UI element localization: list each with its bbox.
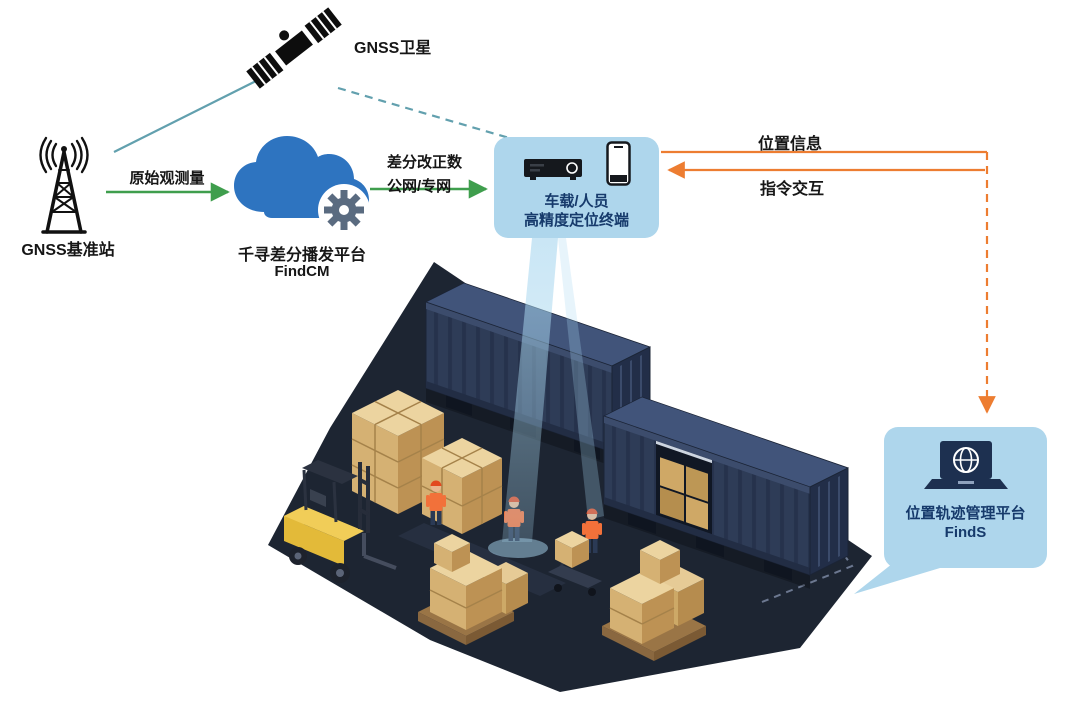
cloud-platform-icon [226,126,378,243]
position-info-label: 位置信息 [757,136,822,153]
terminal-bubble: 车载/人员 高精度定位终端 [494,137,659,238]
base-station-label: GNSS基准站 [21,242,115,259]
pallet-boxes-right-icon [602,540,706,661]
pallet-stack-2-icon [421,438,503,534]
pallet-boxes-center-icon [418,534,528,645]
positioning-beam [502,238,558,542]
ground-platform [268,262,872,692]
shipping-container-1-icon [425,282,651,467]
worker-icon [504,496,524,541]
ground-aisle [398,523,566,596]
terminal-label-line2: 高精度定位终端 [523,212,629,229]
cloud-platform-subtitle: FindCM [274,263,330,280]
finds-platform-bubble: 位置轨迹管理平台 FindS [884,427,1047,568]
laptop-globe-icon [923,439,1008,500]
pallet-jack-icon [548,531,602,596]
base-station-tower-icon [16,136,116,245]
raw-observation-label: 原始观测量 [129,170,205,187]
receiver-device-icon [522,151,596,192]
worker-icon [426,480,446,525]
worker-icon [582,508,602,553]
satellite-label: GNSS卫星 [354,40,432,57]
command-interaction-label: 指令交互 [759,181,824,198]
gnss-satellite-icon [238,4,350,97]
differential-label-line2: 公网/专网 [387,178,452,195]
smartphone-icon [605,141,632,192]
cloud-platform-title: 千寻差分播发平台 [237,247,366,264]
positioning-beam-secondary [558,238,604,520]
gear-icon [324,190,364,230]
differential-label-line1: 差分改正数 [387,154,463,171]
finds-platform-title: 位置轨迹管理平台 [905,505,1026,522]
shipping-container-2-icon [603,396,849,589]
pallet-stack-1-icon [351,390,445,514]
forklift-icon [284,460,397,583]
finds-platform-subtitle: FindS [944,524,987,541]
ground-marking [761,534,854,603]
beam-highlight [488,538,548,558]
terminal-label-line1: 车载/人员 [544,193,609,210]
